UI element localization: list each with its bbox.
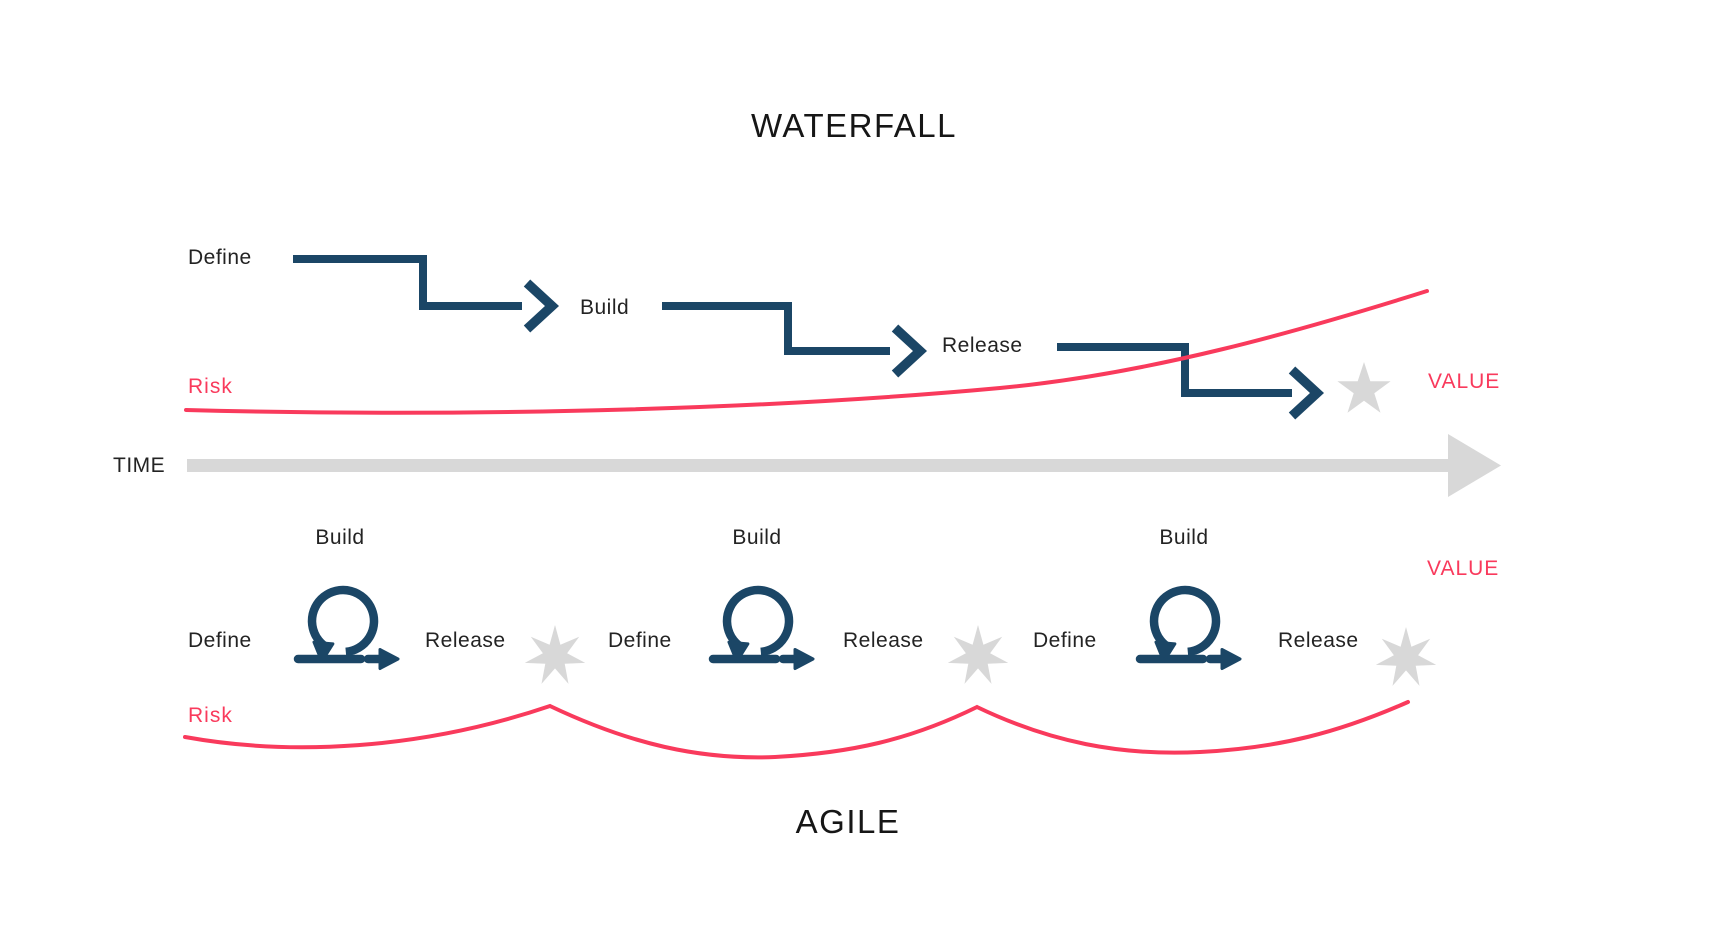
arrowhead-icon	[523, 279, 560, 333]
waterfall-risk-label: Risk	[188, 375, 233, 398]
agile-title: AGILE	[795, 803, 901, 840]
agile-risk-label: Risk	[188, 704, 233, 727]
sprint-loop-icon-1	[298, 590, 398, 668]
waterfall-title: WATERFALL	[750, 107, 958, 144]
agile-cycle1-build-label: Build	[315, 526, 365, 549]
agile-risk-curve	[183, 700, 1410, 760]
time-axis-arrow	[187, 434, 1501, 497]
arrowhead-icon	[891, 324, 928, 378]
release-star-icon-1	[524, 625, 586, 684]
agile-cycle3-define-label: Define	[1033, 629, 1097, 652]
agile-cycle1-define-label: Define	[188, 629, 252, 652]
agile-cycle2-define-label: Define	[608, 629, 672, 652]
release-star-icon-2	[947, 625, 1009, 684]
step-line	[293, 255, 522, 310]
value-star-icon	[1337, 362, 1391, 413]
waterfall-value-label: VALUE	[1428, 370, 1501, 393]
agile-cycle3-build-label: Build	[1159, 526, 1209, 549]
arrowhead-icon	[1288, 366, 1325, 420]
right-arrow-icon	[1448, 434, 1501, 497]
step-line	[1057, 343, 1292, 397]
waterfall-step-arrow-3	[1057, 343, 1325, 420]
agile-cycle2-release-label: Release	[843, 629, 924, 652]
sprint-loop-icon-2	[713, 590, 813, 668]
release-star-icon-3	[1375, 627, 1437, 686]
agile-cycle1-release-label: Release	[425, 629, 506, 652]
waterfall-step-label-define: Define	[188, 246, 252, 269]
waterfall-step-label-build: Build	[580, 296, 630, 319]
agile-cycle3-release-label: Release	[1278, 629, 1359, 652]
agile-value-label: VALUE	[1427, 557, 1500, 580]
step-line	[662, 302, 890, 355]
waterfall-step-arrow-1	[293, 255, 560, 333]
waterfall-step-arrow-2	[662, 302, 928, 378]
time-label: TIME	[113, 454, 166, 477]
time-axis-bar	[187, 459, 1448, 472]
agile-cycle2-build-label: Build	[732, 526, 782, 549]
waterfall-risk-curve	[184, 289, 1429, 415]
waterfall-step-label-release: Release	[942, 334, 1023, 357]
sprint-loop-icon-3	[1140, 590, 1240, 668]
